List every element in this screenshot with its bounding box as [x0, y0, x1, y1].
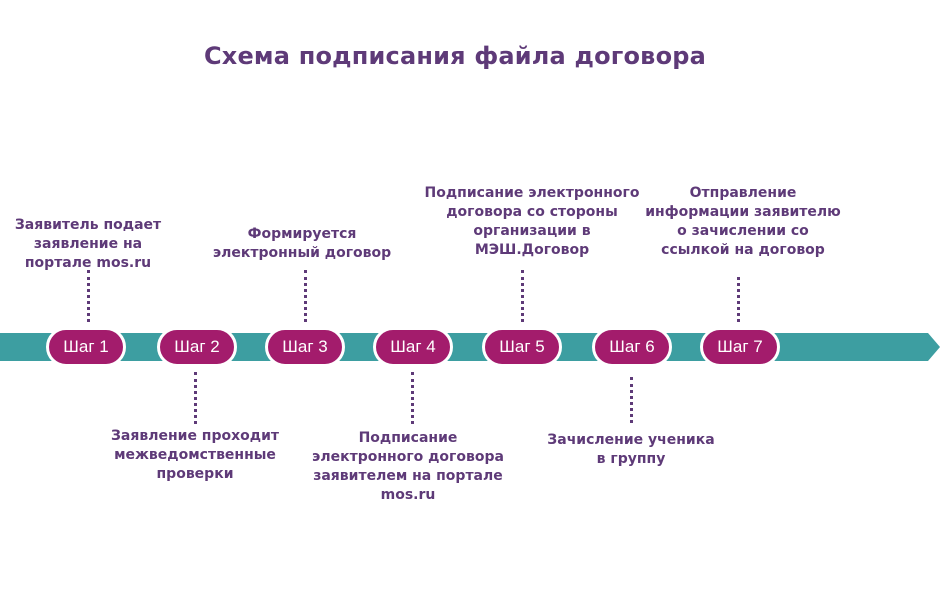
step-1-description-line: заявление на	[33, 236, 143, 252]
step-4-connector	[411, 372, 414, 424]
step-2-description: Заявление проходит межведомственные пров…	[100, 427, 290, 484]
step-7-description-line: информации заявителю	[645, 204, 841, 220]
step-2-badge: Шаг 2	[157, 327, 237, 367]
step-5-description-line: Подписание электронного	[424, 185, 640, 201]
step-1-description-line: Заявитель подает	[14, 217, 162, 233]
step-4-description-line: mos.ru	[380, 487, 436, 503]
step-4-description-line: заявителем на портале	[313, 468, 503, 484]
step-5-connector	[521, 270, 524, 322]
step-7-description-line: ссылкой на договор	[661, 242, 825, 258]
step-1-badge: Шаг 1	[46, 327, 126, 367]
step-6-description-line: Зачисление ученика	[547, 432, 715, 448]
step-4-description-line: электронного договора	[312, 449, 504, 465]
step-7-description-line: Отправление	[689, 185, 797, 201]
step-3-connector	[304, 270, 307, 322]
timeline-arrow-band	[0, 333, 940, 361]
step-7-connector	[737, 277, 740, 322]
step-2-connector	[194, 372, 197, 424]
diagram-title: Схема подписания файла договора	[203, 42, 707, 70]
step-6-connector	[630, 377, 633, 423]
step-6-description: Зачисление ученика в группу	[536, 431, 726, 469]
step-5-description-line: организации в	[473, 223, 591, 239]
step-5-badge: Шаг 5	[482, 327, 562, 367]
step-2-description-line: проверки	[156, 466, 234, 482]
step-3-description-line: Формируется	[247, 226, 357, 242]
step-3-badge: Шаг 3	[265, 327, 345, 367]
step-1-description: Заявитель подает заявление на портале mo…	[0, 216, 176, 273]
step-2-description-line: Заявление проходит	[110, 428, 280, 444]
step-4-badge: Шаг 4	[373, 327, 453, 367]
step-5-description: Подписание электронного договора со стор…	[418, 184, 646, 260]
step-7-description: Отправление информации заявителю о зачис…	[640, 184, 846, 260]
step-5-description-line: МЭШ.Договор	[474, 242, 590, 258]
step-7-badge: Шаг 7	[700, 327, 780, 367]
step-6-description-line: в группу	[596, 451, 666, 467]
step-1-description-line: портале mos.ru	[24, 255, 152, 271]
step-6-badge: Шаг 6	[592, 327, 672, 367]
step-4-description-line: Подписание	[358, 430, 458, 446]
step-7-description-line: о зачислении со	[677, 223, 809, 239]
step-4-description: Подписание электронного договора заявите…	[298, 429, 518, 505]
step-3-description-line: электронный договор	[212, 245, 392, 261]
step-5-description-line: договора со стороны	[446, 204, 618, 220]
step-3-description: Формируется электронный договор	[202, 225, 402, 263]
step-2-description-line: межведомственные	[114, 447, 276, 463]
step-1-connector	[87, 270, 90, 322]
